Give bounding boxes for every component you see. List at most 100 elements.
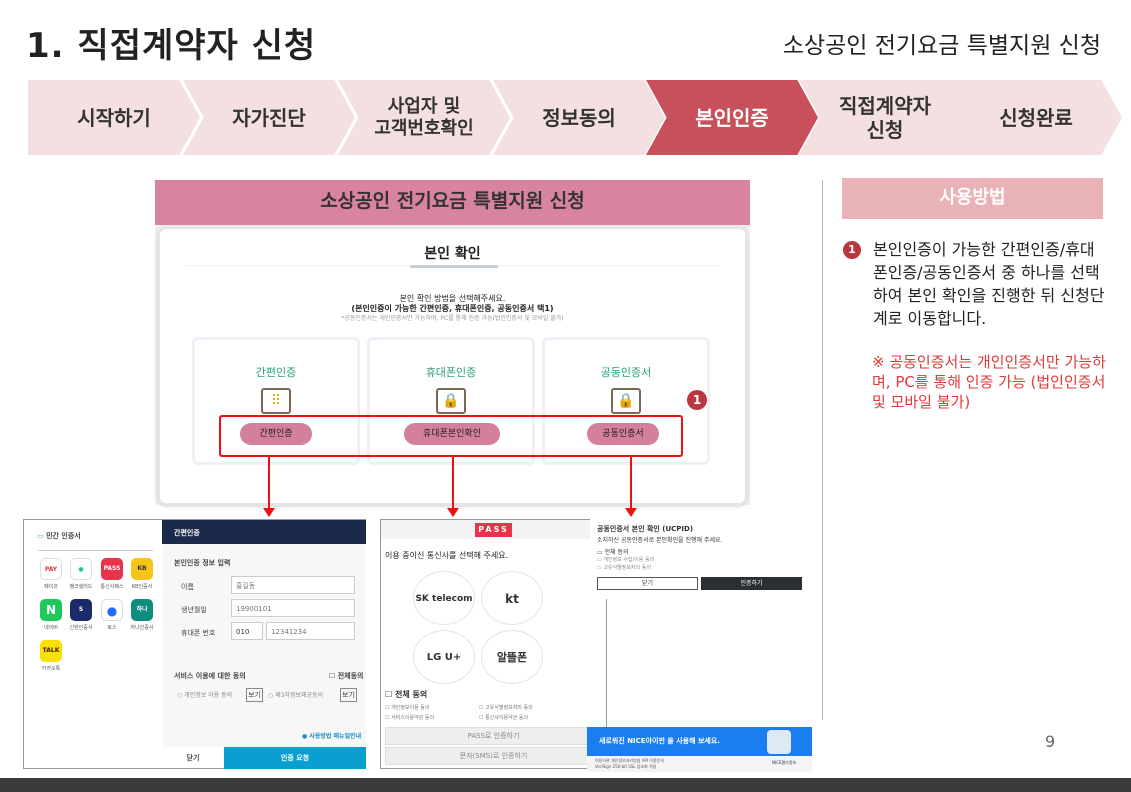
step-consent: 정보동의 [493, 80, 665, 155]
nice-banner[interactable]: 새로워진 NICE아이핀 을 사용해 보세요. [587, 727, 812, 756]
agree-checkbox[interactable]: ☐ 통신사이용약관 동의 [479, 715, 529, 721]
payco-icon[interactable]: PAY [40, 558, 62, 580]
view-button[interactable]: 보기 [246, 688, 263, 702]
consent-2-label: 제3자정보제공동의 [275, 692, 324, 699]
consent-all-label: 전체동의 [337, 672, 364, 680]
all-agree-label: 전체 동의 [394, 690, 428, 699]
step-direct-contractor: 직접계약자 신청 [799, 80, 971, 155]
shinhan-icon[interactable]: S [70, 599, 92, 621]
close-button[interactable]: 닫기 [186, 754, 200, 762]
phone-prefix-select[interactable]: 010 [231, 622, 263, 640]
simple-auth-header: 간편인증 [162, 520, 366, 544]
step-complete: 신청완료 [950, 80, 1122, 155]
carrier-prompt: 이용 중이신 통신사를 선택해 주세요. [385, 551, 509, 560]
toss-icon[interactable]: ● [101, 599, 123, 621]
arrow-icon [625, 457, 637, 517]
pass-auth-button[interactable]: PASS로 인증하기 [385, 727, 602, 745]
howto-text: 본인인증이 가능한 간편인증/휴대폰인증/공동인증서 중 하나를 선택하여 본인… [873, 240, 1105, 328]
carrier-skt[interactable]: SK telecom [413, 571, 475, 625]
view-button[interactable]: 보기 [340, 688, 357, 702]
consent-1-label: 개인정보 이용 동의 [184, 692, 233, 699]
sms-auth-button[interactable]: 문자(SMS)로 인증하기 [385, 747, 602, 765]
phone-icon [767, 730, 791, 754]
step-self-diagnosis: 자가진단 [183, 80, 355, 155]
step-start: 시작하기 [28, 80, 200, 155]
simple-auth-button[interactable]: 간편인증 [240, 423, 312, 445]
consent-all-checkbox[interactable]: ☐ 전체동의 [329, 672, 364, 680]
ucpid-all-label: 전체 동의 [604, 549, 629, 556]
screen-header: 소상공인 전기요금 특별지원 신청 [155, 180, 750, 225]
howto-note: ※ 공동인증서는 개인인증서만 가능하며, PC를 통해 인증 가능 (법인인증… [872, 353, 1106, 411]
private-cert-title: ▭ 민간 인증서 [37, 531, 81, 541]
left-title: 민간 인증서 [46, 532, 81, 540]
highlight-box [219, 415, 683, 457]
agree-checkbox[interactable]: ☐ 개인정보이용 동의 [385, 705, 430, 711]
name-label: 이름 [181, 583, 194, 591]
certificate-button[interactable]: 공동인증서 [587, 423, 659, 445]
method-title: 공동인증서 [600, 366, 652, 379]
step-identity-verification: 본인인증 [646, 80, 818, 155]
step-badge: 1 [687, 390, 707, 410]
identity-card: 본인 확인 본인 확인 방법을 선택해주세요. (본인인증이 가능한 간편인증,… [158, 227, 747, 505]
nice-banner-text: 새로워진 NICE아이핀 을 사용해 보세요. [599, 737, 720, 745]
carrier-lgu[interactable]: LG U+ [413, 630, 475, 684]
ucpid-desc: 소지하신 공동인증서로 본인확인을 진행해 주세요. [597, 537, 723, 544]
agree-label: 개인정보이용 동의 [391, 705, 430, 711]
method-title: 휴대폰인증 [425, 366, 477, 379]
all-agree-checkbox[interactable]: ☐ 전체 동의 [385, 690, 428, 699]
nice-footer-ssl: VeriSign 256-bit SSL 암호화 적용 [595, 764, 657, 769]
section-title: 본인인증 정보 입력 [174, 559, 231, 567]
consent-1[interactable]: ○ 개인정보 이용 동의 [177, 692, 233, 699]
ucpid-all-checkbox[interactable]: ▭ 전체 동의 [597, 549, 629, 556]
pass-icon[interactable]: PASS [101, 558, 123, 580]
identity-screen-screenshot: 소상공인 전기요금 특별지원 신청 본인 확인 본인 확인 방법을 선택해주세요… [155, 180, 750, 505]
bottom-bar [0, 778, 1131, 792]
name-input[interactable]: 홍길동 [231, 576, 355, 594]
app-label: KB인증서 [131, 584, 153, 590]
ucpid-close-button[interactable]: 닫기 [597, 577, 698, 590]
ucpid-title: 공동인증서 본인 확인 (UCPID) [597, 525, 694, 533]
app-label: 페이코 [44, 584, 58, 590]
carrier-kt[interactable]: kt [481, 571, 543, 625]
app-label: 토스 [107, 625, 117, 631]
nice-brand-logo: NICE평가정보 [772, 760, 797, 765]
page-subtitle: 소상공인 전기요금 특별지원 신청 [782, 33, 1101, 59]
agree-label: 서비스이용약관 동의 [391, 715, 435, 721]
nice-footer-links[interactable]: 이용약관 개인정보처리방침 API 이용문의 [595, 758, 665, 763]
kb-icon[interactable]: KB [131, 558, 153, 580]
consent-2[interactable]: ○ 제3자정보제공동의 [268, 692, 324, 699]
certificate-icon: ▭ [37, 532, 47, 540]
app-label: 네이버 [44, 625, 58, 631]
howto-badge: 1 [843, 241, 861, 259]
hana-icon[interactable]: 하나 [131, 599, 153, 621]
arrow-icon [447, 457, 459, 517]
birth-input[interactable]: 19900101 [231, 599, 355, 617]
phone-auth-button[interactable]: 휴대폰본인확인 [404, 423, 500, 445]
page-title: 1. 직접계약자 신청 [26, 26, 317, 66]
manual-link[interactable]: ● 사용방법 매뉴얼안내 [302, 733, 362, 740]
agree-checkbox[interactable]: ☐ 서비스이용약관 동의 [385, 715, 435, 721]
instruction-3: *공동인증서는 개인인증서만 가능하며, PC를 통해 인증 가능(법인인증서 … [341, 315, 564, 322]
naver-icon[interactable]: N [40, 599, 62, 621]
instruction-1: 본인 확인 방법을 선택해주세요. [399, 294, 506, 303]
kakaotalk-icon[interactable]: TALK [40, 640, 62, 662]
divider [822, 180, 823, 720]
pass-logo: PASS [475, 523, 512, 537]
agree-label: 고유식별정보처리 동의 [485, 705, 533, 711]
app-label: 통신사패스 [100, 584, 124, 590]
ucpid-checkbox[interactable]: ▭ 고유식별정보처리 동의 [597, 565, 651, 571]
page-number: 9 [1045, 732, 1056, 751]
ucpid-checkbox[interactable]: ▭ 개인정보 수집/이용 동의 [597, 557, 655, 563]
app-label: 신한인증서 [69, 625, 93, 631]
howto-title: 사용방법 [842, 178, 1103, 219]
phone-label: 휴대폰 번호 [181, 629, 216, 637]
pass-screenshot: PASS 이용 중이신 통신사를 선택해 주세요. SK telecom kt … [380, 519, 607, 769]
agree-checkbox[interactable]: ☐ 고유식별정보처리 동의 [479, 705, 533, 711]
banksalad-icon[interactable]: ● [70, 558, 92, 580]
app-label: 하나인증서 [130, 625, 154, 631]
carrier-mvno[interactable]: 알뜰폰 [481, 630, 543, 684]
ucpid-confirm-button[interactable]: 인증하기 [701, 577, 802, 590]
request-auth-button[interactable]: 인증 요청 [224, 747, 366, 769]
arrow-icon [263, 457, 275, 517]
phone-input[interactable]: 12341234 [266, 622, 355, 640]
